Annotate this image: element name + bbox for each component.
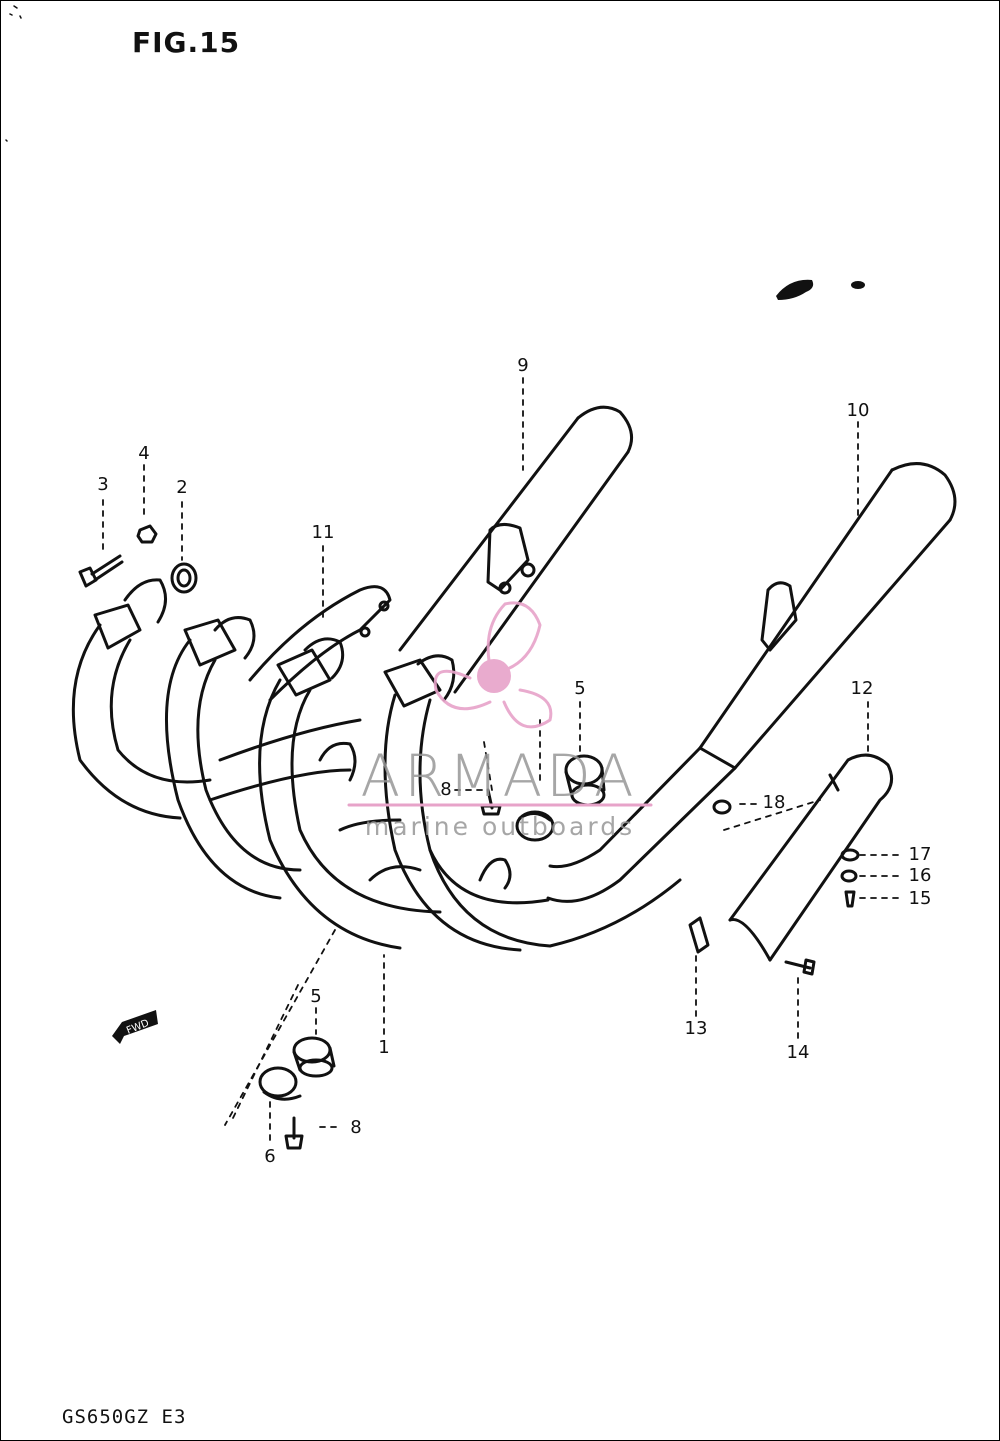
clamp-bolt-lower [284, 1116, 304, 1150]
callout-3: 3 [97, 474, 109, 495]
callout-2: 2 [176, 477, 188, 498]
stud-bolt [78, 554, 124, 588]
muffler-right [546, 462, 957, 903]
callout-4: 4 [138, 443, 150, 464]
nut [136, 524, 158, 544]
callout-8-upper: 8 [440, 779, 452, 800]
fwd-direction-marker: FWD [112, 1010, 158, 1044]
muffler-cover [728, 753, 894, 962]
callout-14: 14 [786, 1042, 810, 1063]
callout-9: 9 [517, 355, 529, 376]
callout-6: 6 [264, 1146, 276, 1167]
callout-5-lower: 5 [310, 986, 322, 1007]
callout-13: 13 [684, 1018, 708, 1039]
watermark-brand: ARMADA [360, 742, 638, 810]
callout-17: 17 [908, 844, 932, 865]
gasket [170, 562, 198, 594]
clamp-lower [258, 1066, 302, 1101]
exhaust-pipe-assembly [71, 578, 682, 952]
spacer [840, 869, 858, 883]
callout-15: 15 [908, 888, 932, 909]
washer [712, 799, 732, 815]
connector-upper [564, 754, 606, 807]
propeller-icon [433, 601, 553, 729]
mounting-bolt [844, 890, 856, 908]
ink-blots [776, 279, 865, 300]
cover-bolt [784, 958, 816, 976]
callout-10: 10 [846, 400, 870, 421]
watermark-tagline: marine outboards [364, 812, 636, 841]
callout-18: 18 [762, 792, 786, 813]
callout-11: 11 [311, 522, 335, 543]
callout-16: 16 [908, 865, 932, 886]
cushion [840, 848, 860, 862]
callout-8-lower: 8 [350, 1117, 362, 1138]
callout-1: 1 [378, 1037, 390, 1058]
muffler-left [398, 405, 634, 694]
connector-lower [292, 1036, 336, 1078]
callout-5-upper: 5 [574, 678, 586, 699]
leader-lines [102, 377, 901, 1141]
model-code: GS650GZ E3 [62, 1406, 187, 1428]
cover-bracket [688, 916, 710, 954]
arrow-left-icon [112, 1010, 158, 1044]
clamp-upper [515, 810, 555, 842]
scan-specks [5, 5, 22, 142]
callout-12: 12 [850, 678, 874, 699]
figure-title: FIG.15 [132, 26, 241, 59]
